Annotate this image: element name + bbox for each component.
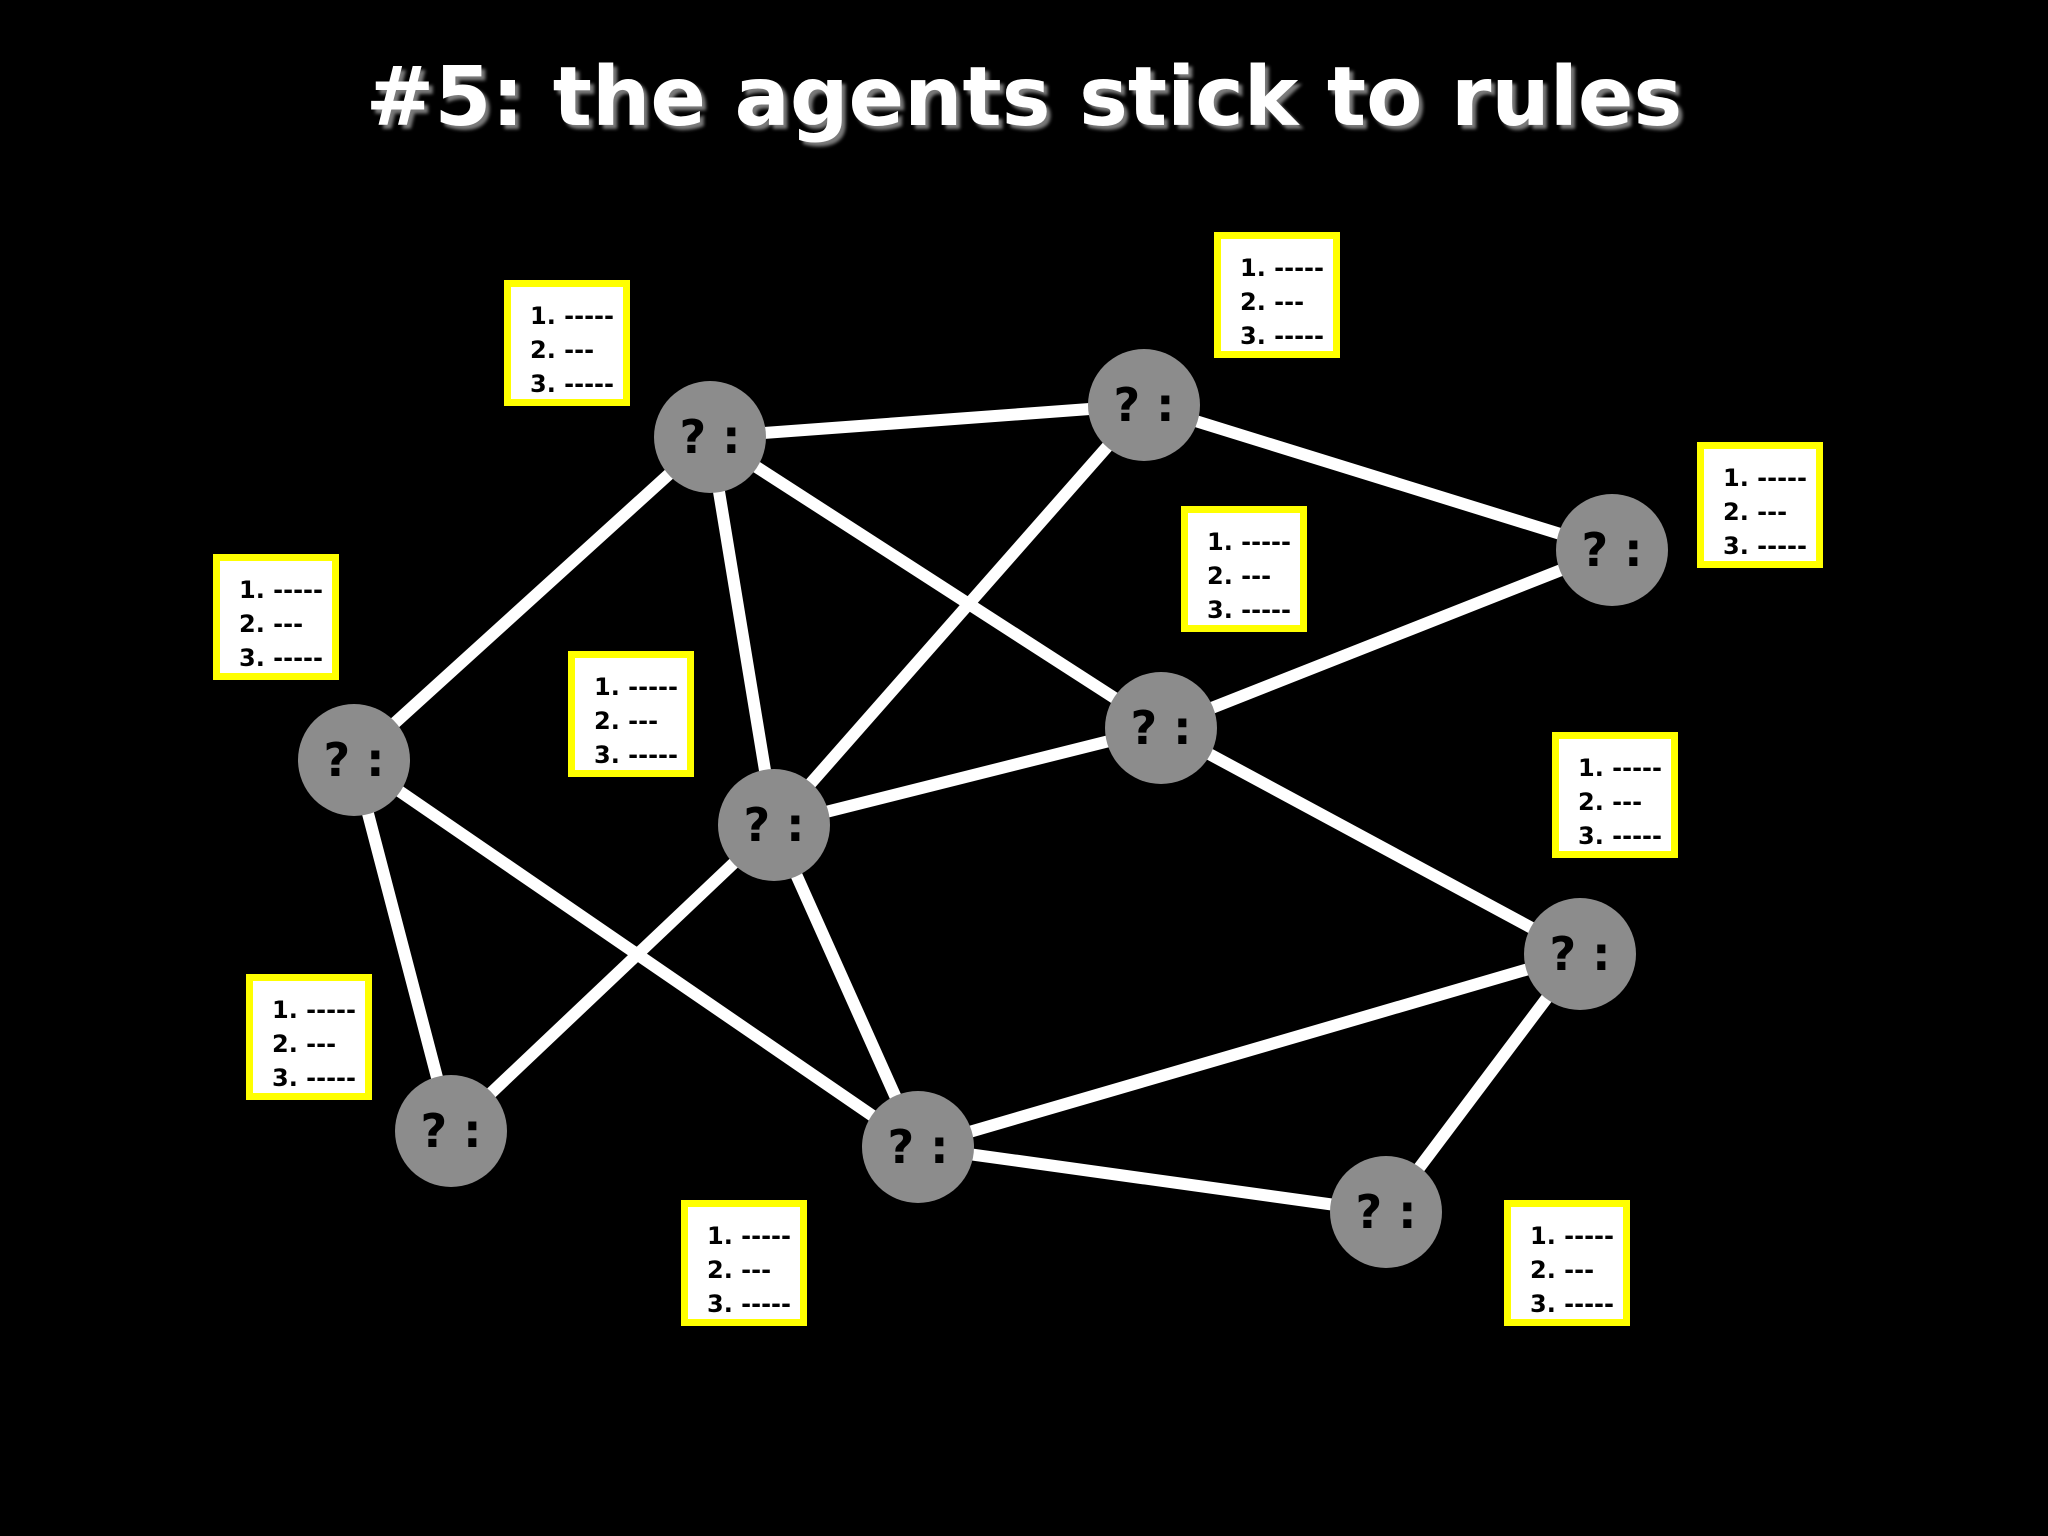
agent-node-circle [395, 1075, 507, 1187]
rule-line: 1. ----- [1723, 464, 1807, 492]
rule-line: 2. --- [530, 336, 595, 364]
agent-node-circle [1330, 1156, 1442, 1268]
network-edges [348, 399, 1615, 1218]
rule-line: 3. ----- [1578, 822, 1662, 850]
rule-line: 1. ----- [1240, 254, 1324, 282]
rule-line: 1. ----- [239, 576, 323, 604]
rule-line: 2. --- [1530, 1256, 1595, 1284]
agent-node-circle [298, 704, 410, 816]
rule-line: 2. --- [1207, 562, 1272, 590]
agent-node-label: ? : [743, 798, 804, 852]
rule-line: 2. --- [707, 1256, 772, 1284]
agent-node-label: ? : [1549, 927, 1610, 981]
network-edge [709, 399, 1145, 443]
rule-line: 3. ----- [1240, 322, 1324, 350]
network-edge [446, 820, 779, 1136]
agent-node: ? : [395, 1075, 507, 1187]
rule-line: 3. ----- [239, 644, 323, 672]
rule-line: 1. ----- [594, 673, 678, 701]
agent-node-label: ? : [1113, 378, 1174, 432]
rule-line: 3. ----- [594, 741, 678, 769]
network-edge [769, 401, 1149, 829]
rule-line: 1. ----- [1530, 1222, 1614, 1250]
rule-line: 2. --- [594, 707, 659, 735]
rule-list-box: 1. ----- 2. --- 3. ----- [1214, 232, 1340, 358]
rule-line: 3. ----- [707, 1290, 791, 1318]
rule-line: 3. ----- [1207, 596, 1291, 624]
rule-line: 1. ----- [272, 996, 356, 1024]
rule-line: 1. ----- [530, 302, 614, 330]
network-edge [704, 436, 780, 826]
rule-list-box: 1. ----- 2. --- 3. ----- [213, 554, 339, 680]
agent-node-circle [862, 1091, 974, 1203]
network-edge [1158, 722, 1583, 960]
agent-node-label: ? : [323, 733, 384, 787]
network-edge [1142, 399, 1614, 556]
rule-line: 1. ----- [1207, 528, 1291, 556]
agent-nodes: ? : ? : ? : ? : ? : ? : ? : ? : ? : ? : [298, 349, 1668, 1268]
rule-list-box: 1. ----- 2. --- 3. ----- [681, 1200, 807, 1326]
agent-node-circle [1556, 494, 1668, 606]
agent-node-label: ? : [1581, 523, 1642, 577]
rule-list-box: 1. ----- 2. --- 3. ----- [1504, 1200, 1630, 1326]
agent-node: ? : [1330, 1156, 1442, 1268]
agent-node: ? : [862, 1091, 974, 1203]
network-edge [348, 758, 457, 1133]
rule-line: 3. ----- [530, 370, 614, 398]
rule-list-box: 1. ----- 2. --- 3. ----- [1697, 442, 1823, 568]
rule-list-box: 1. ----- 2. --- 3. ----- [1552, 732, 1678, 858]
rule-list-box: 1. ----- 2. --- 3. ----- [568, 651, 694, 777]
rule-line: 2. --- [272, 1030, 337, 1058]
slide-title: #5: the agents stick to rules [365, 50, 1683, 145]
rule-line: 2. --- [1240, 288, 1305, 316]
network-edge [772, 722, 1163, 831]
rule-line: 2. --- [1723, 498, 1788, 526]
agent-node-circle [1105, 672, 1217, 784]
network-edge [917, 1141, 1387, 1218]
rule-list-box: 1. ----- 2. --- 3. ----- [1181, 506, 1307, 632]
agent-node: ? : [1524, 898, 1636, 1010]
agent-node-label: ? : [887, 1120, 948, 1174]
rule-line: 1. ----- [1578, 754, 1662, 782]
agent-node: ? : [1088, 349, 1200, 461]
agent-node: ? : [654, 381, 766, 493]
rule-line: 3. ----- [1530, 1290, 1614, 1318]
agent-node-label: ? : [1355, 1185, 1416, 1239]
agent-node: ? : [298, 704, 410, 816]
agent-node-label: ? : [1130, 701, 1191, 755]
rule-list-box: 1. ----- 2. --- 3. ----- [504, 280, 630, 406]
rule-line: 2. --- [239, 610, 304, 638]
network-edge [768, 822, 924, 1150]
rule-list-box: 1. ----- 2. --- 3. ----- [246, 974, 372, 1100]
rule-line: 3. ----- [1723, 532, 1807, 560]
agent-node-label: ? : [679, 410, 740, 464]
agent-node-circle [654, 381, 766, 493]
agent-node: ? : [718, 769, 830, 881]
rule-line: 2. --- [1578, 788, 1643, 816]
agent-node: ? : [1105, 672, 1217, 784]
agent-node-label: ? : [420, 1104, 481, 1158]
agent-node: ? : [1556, 494, 1668, 606]
network-edge [706, 431, 1165, 734]
rule-line: 1. ----- [707, 1222, 791, 1250]
rule-line: 3. ----- [272, 1064, 356, 1092]
agent-node-circle [718, 769, 830, 881]
agent-node-circle [1088, 349, 1200, 461]
network-edge [349, 432, 715, 765]
network-edge [916, 948, 1582, 1153]
agent-node-circle [1524, 898, 1636, 1010]
network-edge [1158, 544, 1615, 734]
